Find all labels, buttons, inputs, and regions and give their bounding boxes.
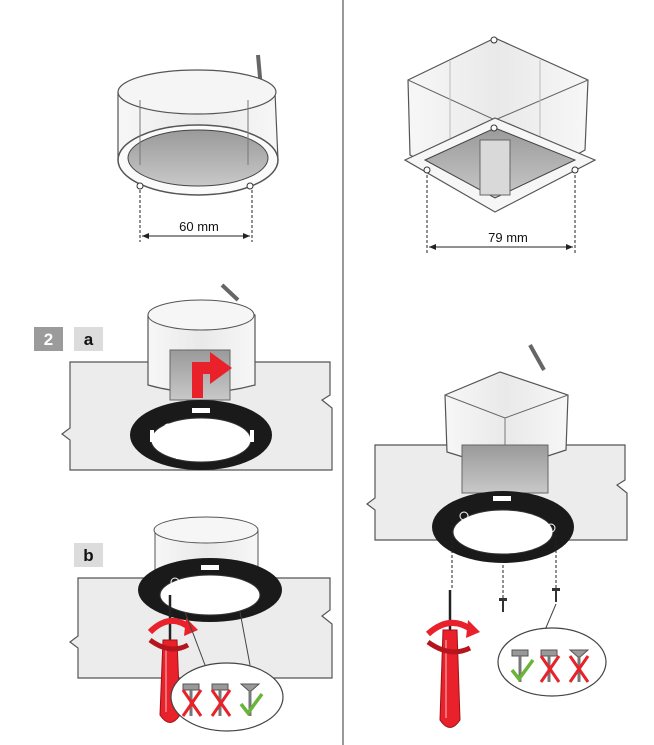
screw-hole-left xyxy=(136,182,144,190)
screwdriver-icon xyxy=(439,590,461,728)
substep-a-badge: a xyxy=(74,327,103,351)
screw-crossed-icon xyxy=(568,649,590,683)
round-flush-box xyxy=(117,54,279,196)
screw-crossed-icon xyxy=(181,683,203,717)
cover-ring-b xyxy=(138,558,282,622)
screw-guides-right xyxy=(451,520,560,612)
screw-type-callout-right xyxy=(497,603,607,697)
square-flush-box xyxy=(403,36,597,213)
square-box-inserted xyxy=(444,344,569,494)
screw-type-callout-b xyxy=(170,611,284,732)
screw-icon xyxy=(499,598,507,612)
dimension-label-79: 79 mm xyxy=(488,230,528,245)
red-insert-arrow xyxy=(192,352,232,398)
svg-text:a: a xyxy=(84,330,94,349)
step-badge: 2 xyxy=(34,327,63,351)
svg-text:b: b xyxy=(83,546,93,565)
screw-hole-right xyxy=(246,182,254,190)
screw-crossed-icon xyxy=(539,649,561,683)
rotate-arrow-icon xyxy=(425,620,480,655)
cover-ring-right xyxy=(432,491,574,563)
dimension-60mm: 60 mm xyxy=(139,190,253,242)
screw-crossed-icon xyxy=(210,683,232,717)
screw-check-icon xyxy=(510,649,535,682)
screw-icon xyxy=(552,588,560,602)
dimension-label-60: 60 mm xyxy=(179,219,219,234)
svg-text:2: 2 xyxy=(44,330,53,349)
screw-check-icon xyxy=(239,683,264,716)
substep-b-badge: b xyxy=(74,543,103,567)
cover-ring-a xyxy=(130,400,272,470)
dimension-79mm: 79 mm xyxy=(426,175,576,255)
